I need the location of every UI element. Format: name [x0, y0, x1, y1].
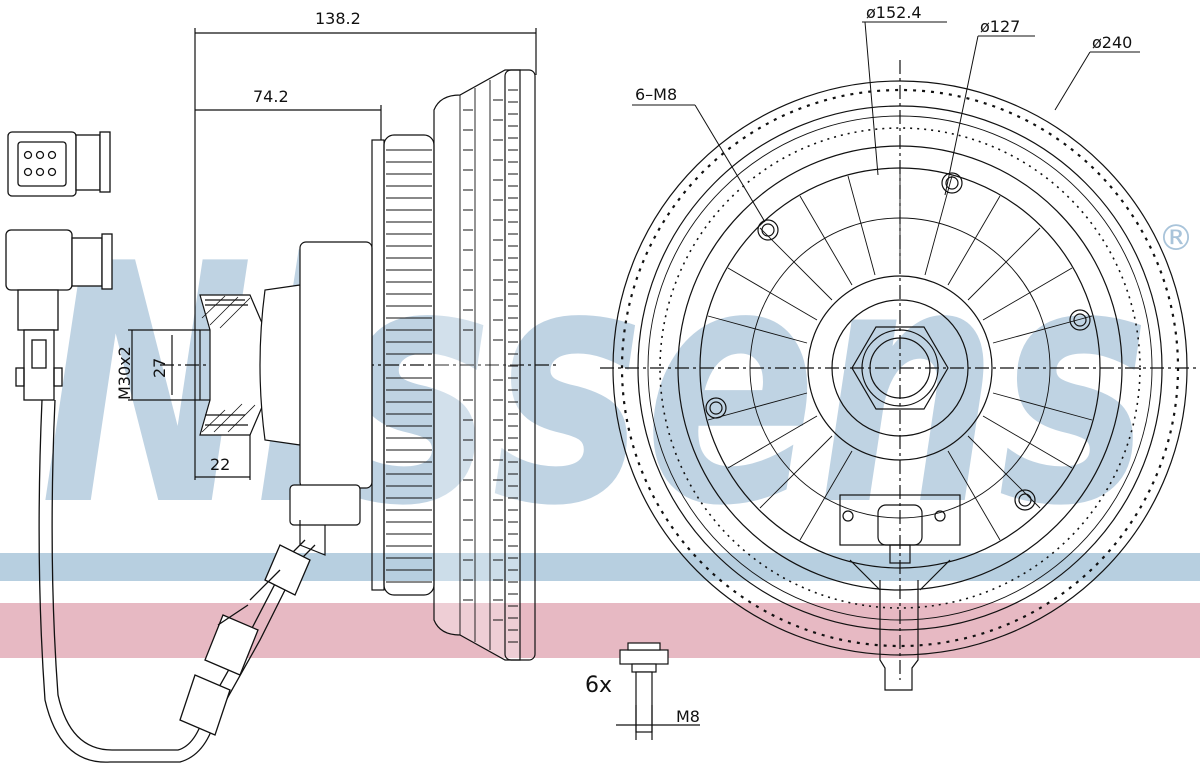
thread-spec-label: M30x2 [115, 346, 134, 400]
side-view [128, 28, 560, 661]
bolt-spec-label: 6–M8 [635, 85, 677, 104]
blue-band [0, 553, 1200, 581]
dia-mid-label: ø152.4 [866, 3, 922, 22]
shaft-length-label: 22 [210, 455, 230, 474]
leader-lines [632, 21, 1140, 223]
watermark-brand: Nissens [40, 194, 1150, 578]
dia-inner-label: ø127 [980, 17, 1020, 36]
overall-depth-label: 138.2 [315, 9, 361, 28]
pink-band [0, 603, 1200, 658]
bolt-qty-label: 6x [585, 673, 612, 698]
bolt-icon [616, 642, 700, 740]
connector-icon [5, 131, 113, 401]
hub-depth-label: 74.2 [253, 87, 289, 106]
cable-harness [38, 399, 316, 763]
dia-outer-label: ø240 [1092, 33, 1132, 52]
thread-inner-label: 27 [150, 358, 169, 378]
watermark-registered: ® [1158, 218, 1194, 259]
bolt-size-label: M8 [676, 707, 700, 726]
front-view [600, 60, 1200, 691]
